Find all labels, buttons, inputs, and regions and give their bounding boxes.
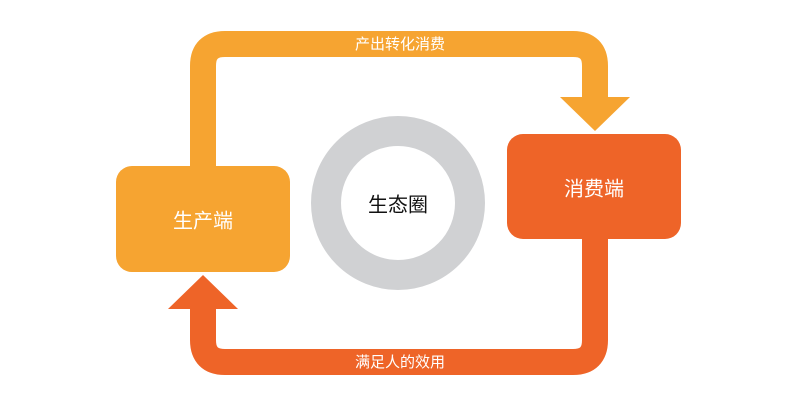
bottom-flow-label: 满足人的效用: [354, 353, 445, 371]
consumer-node: 消费端: [507, 134, 681, 239]
bottom-flow-band: [190, 234, 608, 375]
bottom-flow-arrowhead: [168, 275, 238, 309]
producer-label: 生产端: [173, 208, 233, 233]
top-flow-band: [190, 31, 608, 172]
consumer-label: 消费端: [564, 176, 624, 200]
ecosystem-label: 生态圈: [368, 192, 428, 217]
ecosystem-ring: [311, 116, 485, 290]
top-flow-label: 产出转化消费: [354, 35, 445, 53]
ecosystem-center: 生态圈: [338, 183, 458, 223]
producer-node: 生产端: [116, 166, 290, 272]
top-flow-arrowhead: [560, 97, 630, 131]
